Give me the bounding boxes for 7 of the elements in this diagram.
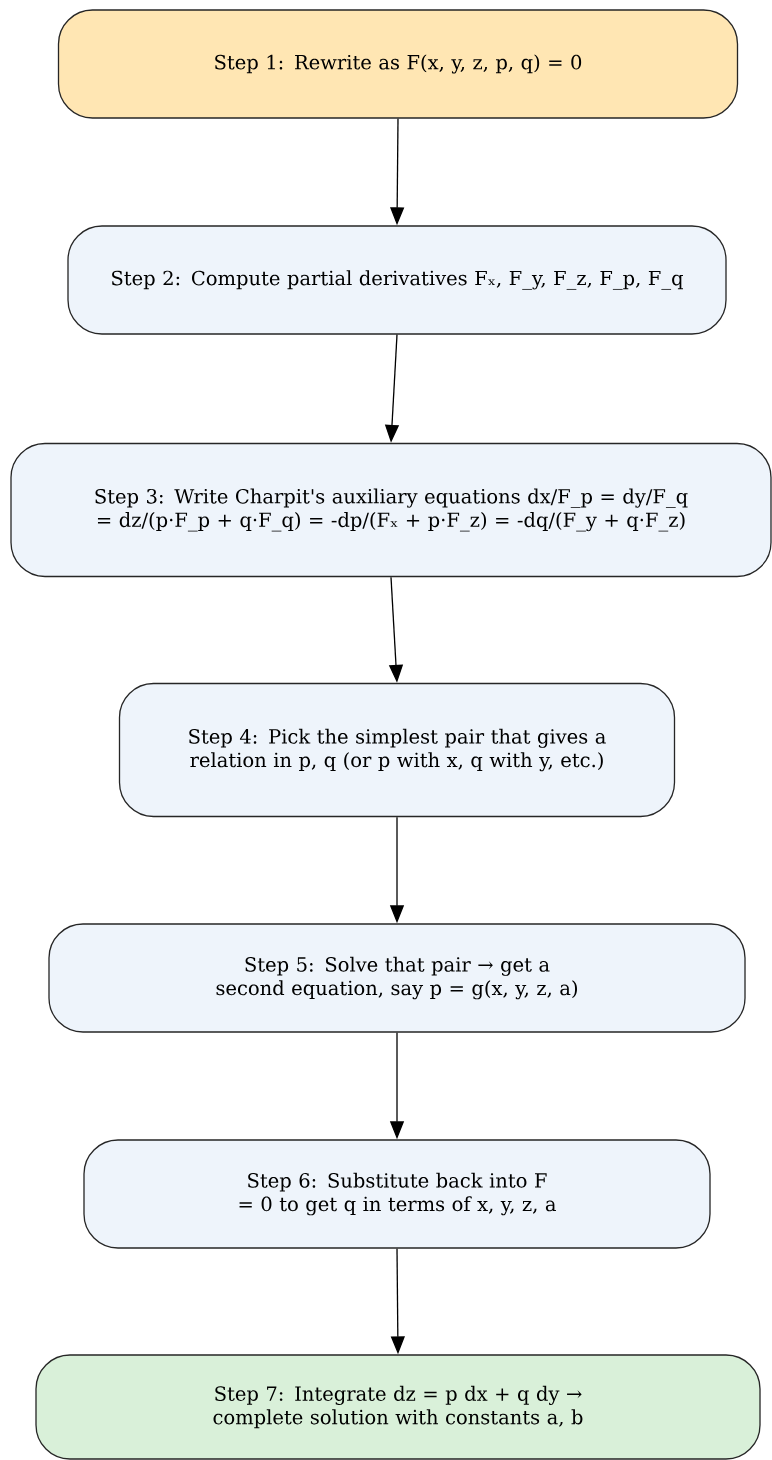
process-box: Step 1: Rewrite as F(x, y, z, p, q) = 0 — [57, 9, 739, 119]
process-box: Step 5: Solve that pair → get a second equation, say p = g(x, y, z, a) — [48, 923, 746, 1033]
process-box: Step 7: Integrate dz = p dx + q dy → complete solution with constants a, b — [35, 1354, 761, 1460]
process-box: Step 3: Write Charpit's auxiliary equations dx/F_p = dy/F_q = dz/(p·F_p + q·F_q) = -dp/(Fₓ + p·F_z) = -dq/(F_y + q·F_z) — [10, 442, 772, 578]
process-box: Step 4: Pick the simplest pair that gives a relation in p, q (or p with x, q with y, etc.) — [118, 682, 676, 818]
process-box: Step 6: Substitute back into F = 0 to get q in terms of x, y, z, a — [83, 1139, 711, 1249]
process-box: Step 2: Compute partial derivatives Fₓ, F_y, F_z, F_p, F_q — [67, 225, 727, 335]
